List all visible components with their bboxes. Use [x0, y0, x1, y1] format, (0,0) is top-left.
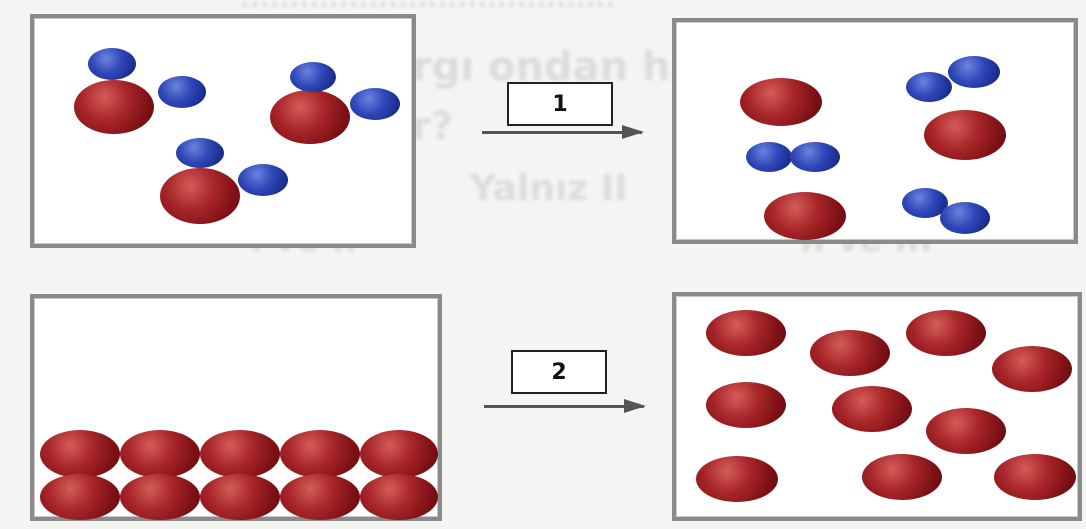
large-atom — [40, 430, 120, 478]
process-arrow-2 — [484, 399, 646, 413]
small-atom — [906, 72, 952, 102]
box-packed-atoms — [30, 294, 442, 521]
large-atom — [40, 474, 120, 520]
large-atom — [120, 474, 200, 520]
large-atom — [200, 430, 280, 478]
small-atom — [88, 48, 136, 80]
step-label-1: 1 — [507, 82, 613, 126]
process-arrow-1 — [482, 125, 644, 139]
large-atom — [200, 474, 280, 520]
box-decomposed — [672, 18, 1078, 244]
step-label-2: 2 — [511, 350, 607, 394]
large-atom — [270, 90, 350, 144]
large-atom — [862, 454, 942, 500]
large-atom — [810, 330, 890, 376]
small-atom — [158, 76, 206, 108]
small-atom — [746, 142, 792, 172]
background-text-4: Yalnız II — [470, 168, 628, 209]
large-atom — [764, 192, 846, 240]
large-atom — [280, 430, 360, 478]
large-atom — [926, 408, 1006, 454]
small-atom — [940, 202, 990, 234]
large-atom — [74, 80, 154, 134]
large-atom — [924, 110, 1006, 160]
large-atom — [906, 310, 986, 356]
small-atom — [790, 142, 840, 172]
large-atom — [696, 456, 778, 502]
box-dispersed-atoms — [672, 292, 1082, 521]
large-atom — [360, 474, 438, 520]
small-atom — [238, 164, 288, 196]
large-atom — [706, 382, 786, 428]
large-atom — [360, 430, 438, 478]
large-atom — [740, 78, 822, 126]
small-atom — [948, 56, 1000, 88]
large-atom — [280, 474, 360, 520]
box-initial-molecules — [30, 14, 416, 248]
large-atom — [994, 454, 1076, 500]
large-atom — [832, 386, 912, 432]
large-atom — [120, 430, 200, 478]
large-atom — [706, 310, 786, 356]
background-text-1: ...................................... — [240, 0, 615, 14]
small-atom — [176, 138, 224, 168]
large-atom — [160, 168, 240, 224]
small-atom — [290, 62, 336, 92]
large-atom — [992, 346, 1072, 392]
small-atom — [350, 88, 400, 120]
